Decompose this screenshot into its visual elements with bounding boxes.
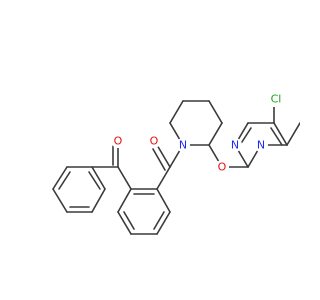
chlorine-text: Cl (271, 93, 282, 106)
benzene-ring-center (117, 188, 171, 235)
pyrimidine-nitrogen-1-text: N (231, 139, 239, 152)
chlorine-label: Cl (266, 93, 284, 107)
phenyl-ring-left (52, 166, 106, 213)
ketone-oxygen-label: O (111, 134, 125, 148)
amide-oxygen-text: O (150, 135, 159, 148)
molecule-structure: O O N O N N Cl (52, 93, 300, 235)
ether-oxygen-label: O (215, 160, 229, 174)
amide-oxygen-label: O (147, 134, 161, 148)
amide-group (152, 144, 184, 190)
pyrimidine-nitrogen-2-text: N (257, 139, 265, 152)
pyrimidine-nitrogen-2-label: N (254, 138, 268, 152)
ketone-oxygen-text: O (114, 135, 123, 148)
atom-labels: O O N O N N Cl (111, 93, 284, 174)
pyrimidine-nitrogen-1-label: N (228, 138, 242, 152)
piperidine-nitrogen-label: N (176, 138, 190, 152)
piperidine-ring (169, 100, 223, 146)
piperidine-nitrogen-text: N (179, 139, 187, 152)
ketone-group (91, 145, 132, 190)
ether-oxygen-text: O (218, 161, 227, 174)
